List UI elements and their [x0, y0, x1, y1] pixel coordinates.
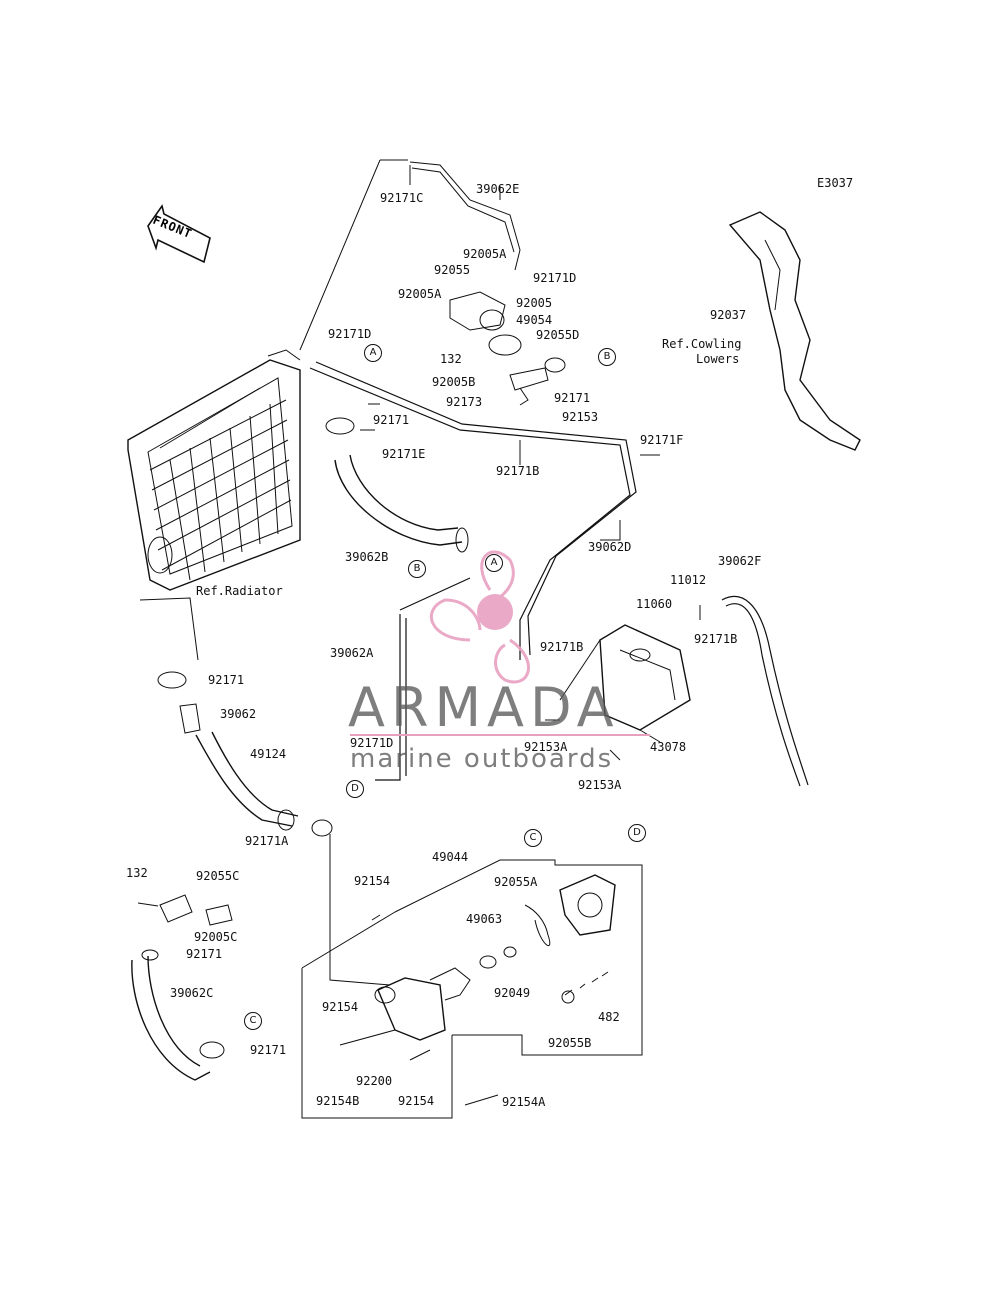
cowling-bracket [728, 211, 861, 451]
callout-d: D [628, 824, 646, 842]
callout-c: C [244, 1012, 262, 1030]
part-label: 92037 [710, 308, 747, 322]
part-label: 92055B [548, 1036, 592, 1050]
part-label: 11060 [636, 597, 673, 611]
part-label: 92200 [356, 1074, 393, 1088]
part-label: 92171 [208, 673, 245, 687]
part-label: 92171D [533, 271, 577, 285]
part-label: 92005A [463, 247, 507, 261]
part-label: Ref.Radiator [196, 584, 283, 598]
reservoir-tank [599, 624, 691, 731]
part-label: 92005C [194, 930, 238, 944]
part-label: 92005A [398, 287, 442, 301]
water-pump-body [374, 874, 616, 1041]
part-label: 132 [126, 866, 148, 880]
callout-a: A [485, 554, 503, 572]
part-label: 92171D [350, 736, 394, 750]
part-label: 92154 [354, 874, 391, 888]
part-label: Lowers [696, 352, 740, 366]
part-label: 39062A [330, 646, 374, 660]
watermark-subtitle: marine outboards [350, 744, 614, 774]
part-label: 39062B [345, 550, 389, 564]
part-label: 92154A [502, 1095, 546, 1109]
part-label: 92171A [245, 834, 289, 848]
callout-b: B [408, 560, 426, 578]
callout-c: C [524, 829, 542, 847]
part-label: 39062E [476, 182, 520, 196]
part-label: 92153A [578, 778, 622, 792]
part-label: 92171 [250, 1043, 287, 1057]
part-label: 92171C [380, 191, 424, 205]
part-label: 132 [440, 352, 462, 366]
part-label: 92171 [186, 947, 223, 961]
part-label: 49044 [432, 850, 469, 864]
callout-b: B [598, 348, 616, 366]
part-label: 92171B [540, 640, 584, 654]
part-label: 92055D [536, 328, 580, 342]
part-label: 92171D [328, 327, 372, 341]
front-arrow-icon [147, 204, 211, 264]
part-label: 92153A [524, 740, 568, 754]
part-label: 92049 [494, 986, 531, 1000]
thermostat-housing [449, 291, 566, 406]
part-label: 92171 [554, 391, 591, 405]
part-label: 49124 [250, 747, 287, 761]
part-label: 92171E [382, 447, 426, 461]
part-label: 92055C [196, 869, 240, 883]
part-label: Ref.Cowling [662, 337, 742, 351]
part-label: 92171B [496, 464, 540, 478]
watermark-title: ARMADA [348, 676, 620, 739]
part-label: 92173 [446, 395, 483, 409]
watermark-logo [429, 550, 530, 684]
part-label: 482 [598, 1010, 620, 1024]
part-label: 39062 [220, 707, 257, 721]
part-label: 43078 [650, 740, 687, 754]
part-label: 39062C [170, 986, 214, 1000]
diagram-code: E3037 [817, 176, 854, 190]
leader-top [299, 159, 381, 351]
part-label: 92171B [694, 632, 738, 646]
part-label: 92154 [322, 1000, 359, 1014]
part-label: 92005B [432, 375, 476, 389]
part-label: 49054 [516, 313, 553, 327]
part-label: 92154B [316, 1094, 360, 1108]
part-label: 92154 [398, 1094, 435, 1108]
part-label: 49063 [466, 912, 503, 926]
part-label: 11012 [670, 573, 707, 587]
callout-d: D [346, 780, 364, 798]
part-label: 92055A [494, 875, 538, 889]
radiator-shape [127, 349, 301, 591]
part-label: 92055 [434, 263, 471, 277]
part-label: 92171F [640, 433, 684, 447]
part-label: 39062F [718, 554, 762, 568]
part-label: 92171 [373, 413, 410, 427]
part-label: 92153 [562, 410, 599, 424]
part-label: 39062D [588, 540, 632, 554]
part-label: 92005 [516, 296, 553, 310]
callout-a: A [364, 344, 382, 362]
